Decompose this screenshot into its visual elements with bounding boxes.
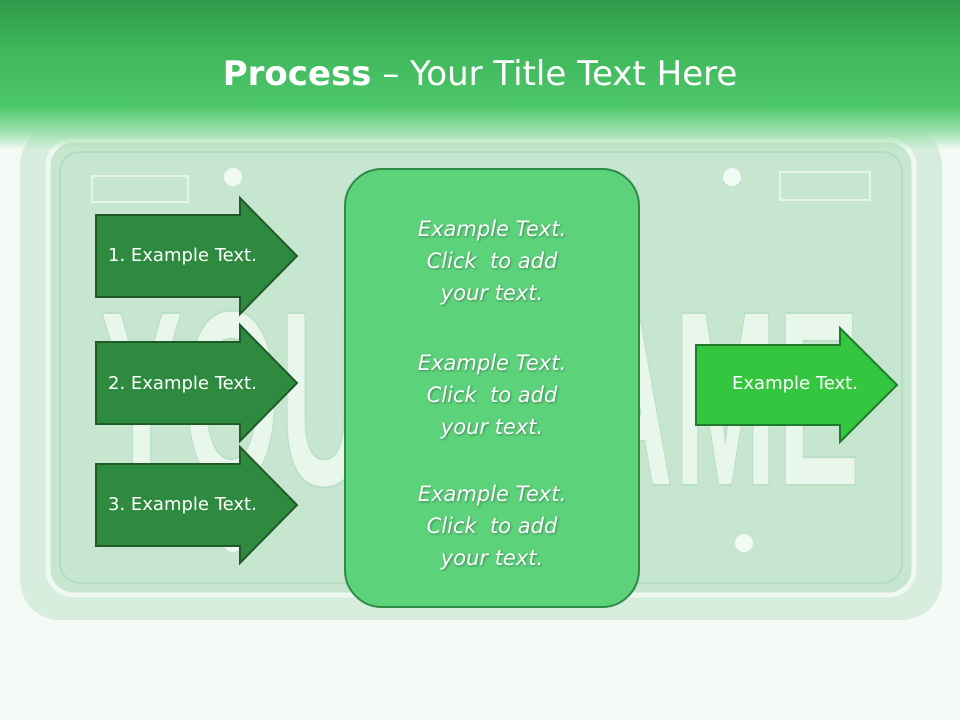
center-text-block-1: Example Text. Click to add your text. [344,213,640,309]
center-line: your text. [440,546,544,570]
step-label-1: 1. Example Text. [108,245,257,266]
plate-bolt-hole [723,168,741,186]
center-text-block-2: Example Text. Click to add your text. [344,347,640,443]
result-arrow [695,325,899,445]
center-line: Click to add [426,249,558,273]
center-line: your text. [440,415,544,439]
center-text-box [344,168,640,608]
plate-bolt-hole [735,534,753,552]
center-line: Example Text. [417,351,567,375]
step-arrow-1 [95,195,299,317]
title-bold: Process [222,54,372,94]
title-rest: – Your Title Text Here [371,54,738,94]
center-line: your text. [440,281,544,305]
slide-title: Process – Your Title Text Here [0,50,960,98]
step-label-3: 3. Example Text. [108,494,257,515]
center-line: Example Text. [417,217,567,241]
center-line: Example Text. [417,482,567,506]
center-text-block-3: Example Text. Click to add your text. [344,478,640,574]
step-label-2: 2. Example Text. [108,373,257,394]
step-arrow-2 [95,322,299,444]
center-line: Click to add [426,383,558,407]
step-arrow-3 [95,444,299,566]
center-line: Click to add [426,514,558,538]
result-label: Example Text. [732,373,858,394]
header-band [0,0,960,150]
plate-bolt-hole [224,168,242,186]
